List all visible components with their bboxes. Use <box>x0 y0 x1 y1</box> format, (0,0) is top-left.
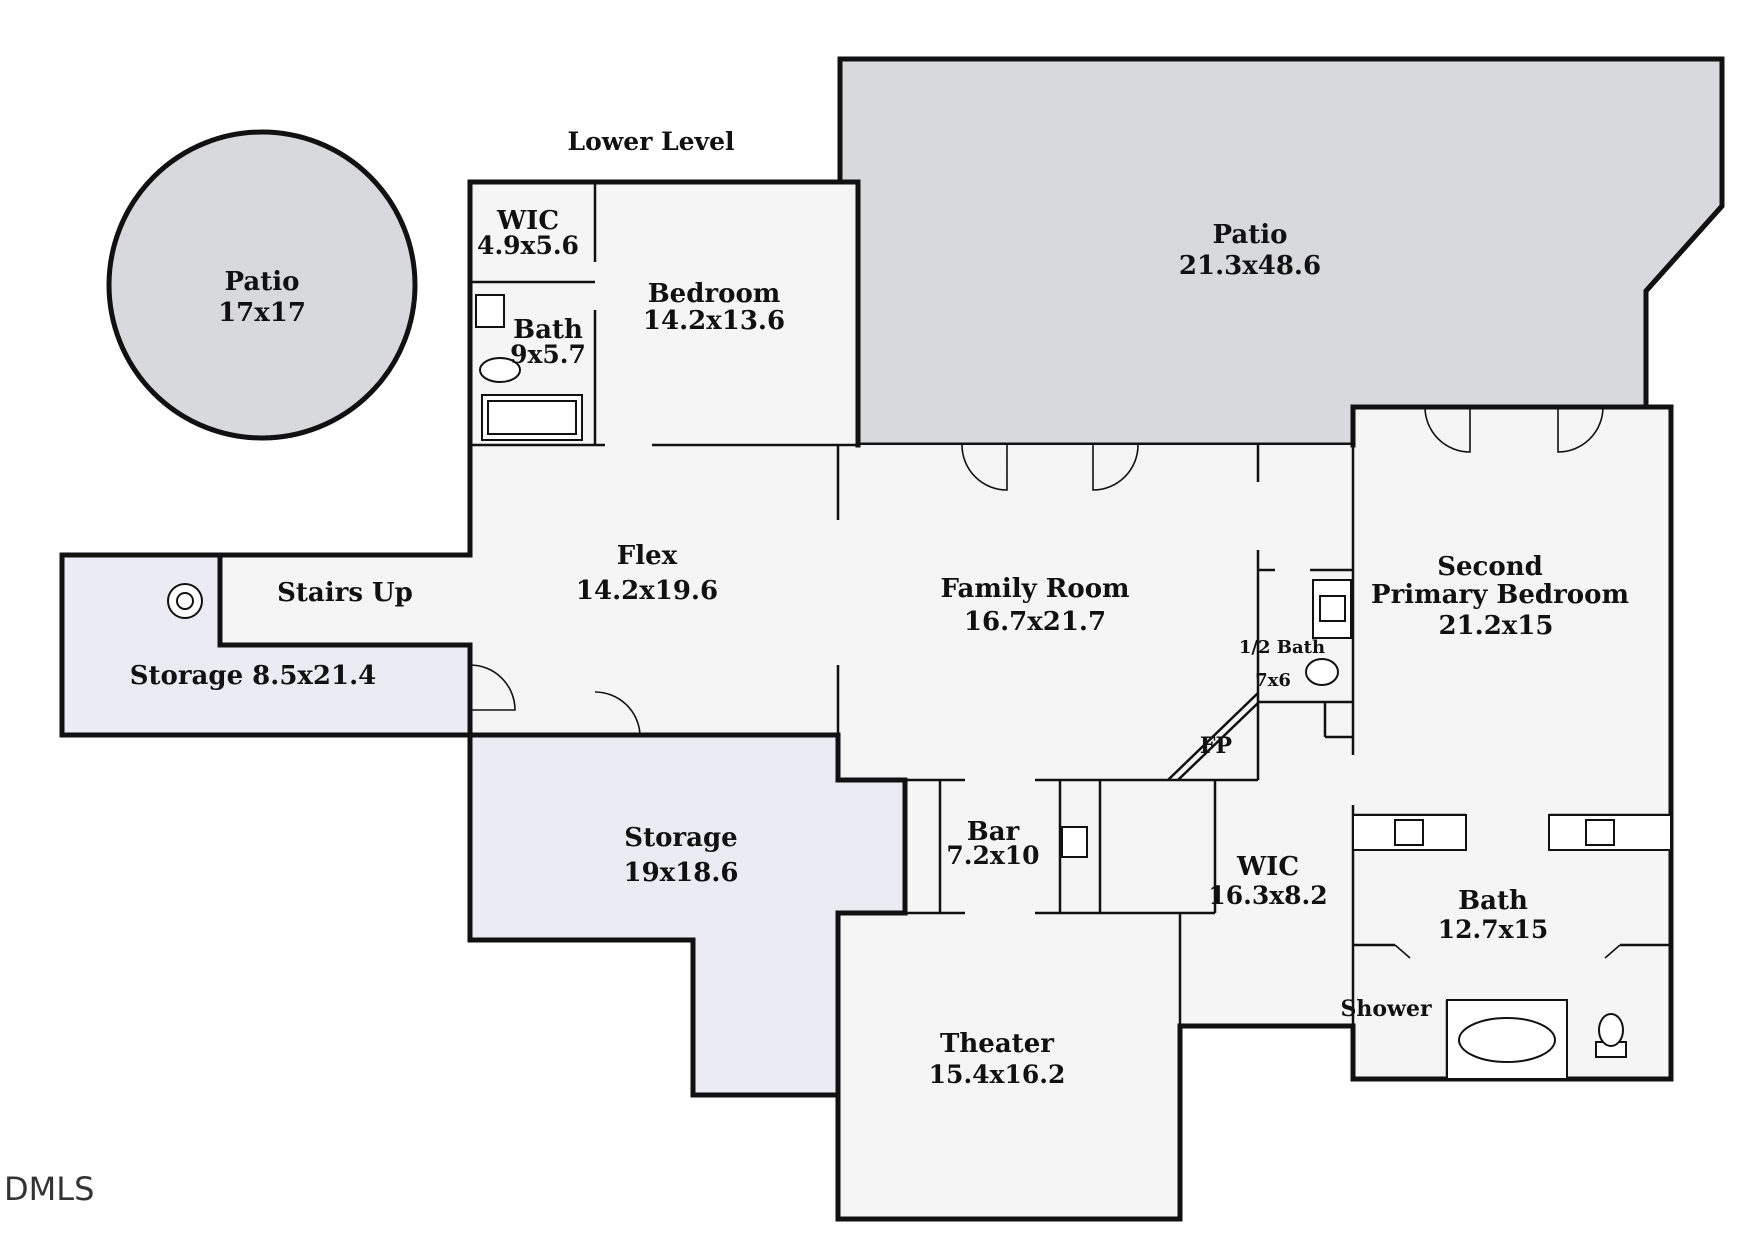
storage-large-size: 19x18.6 <box>623 858 738 888</box>
fireplace-diagonal-2 <box>1177 702 1259 781</box>
east-wall <box>835 404 1674 1222</box>
family-room-size: 16.7x21.7 <box>964 607 1106 637</box>
mls-watermark: DMLS <box>4 1170 94 1208</box>
patio-large-size: 21.3x48.6 <box>1179 251 1321 281</box>
upper-left-wall <box>467 179 861 558</box>
patio-round-size: 17x17 <box>218 298 306 328</box>
toilet-primary-bath-bowl <box>1598 1013 1624 1047</box>
sink-bar <box>1061 826 1088 858</box>
tub-primary-bath-basin <box>1458 1017 1556 1063</box>
bath-primary-size: 12.7x15 <box>1438 915 1549 944</box>
second-primary-line1: Second <box>1437 552 1543 582</box>
flex-name: Flex <box>617 541 678 571</box>
bedroom-size: 14.2x13.6 <box>643 306 785 336</box>
storage-small-wall <box>59 552 908 1098</box>
tub-small-bath-inner <box>487 400 577 435</box>
door-primary-patio-1 <box>1424 406 1471 453</box>
second-primary-size: 21.2x15 <box>1438 611 1553 641</box>
door-family-patio-2 <box>1092 444 1139 491</box>
door-bath-west <box>1394 944 1411 959</box>
stairs-label: Stairs Up <box>277 578 413 608</box>
storage-outer-wall <box>467 732 841 1098</box>
door-bath-east <box>1604 944 1621 959</box>
toilet-half-bath <box>1305 658 1339 686</box>
wic-large-name: WIC <box>1236 852 1299 882</box>
second-primary-line2: Primary Bedroom <box>1371 580 1629 610</box>
wic-large-size: 16.3x8.2 <box>1208 881 1327 910</box>
patio-top-wall <box>837 56 1725 410</box>
bath-small-size: 9x5.7 <box>510 340 586 369</box>
storage-large-name: Storage <box>624 823 737 853</box>
west-wall <box>217 552 473 648</box>
fireplace-label: FP <box>1200 733 1232 759</box>
flex-size: 14.2x19.6 <box>576 576 718 606</box>
bar-name: Bar <box>967 817 1020 847</box>
sink-half-bath-bowl <box>1319 595 1346 622</box>
theater-name: Theater <box>940 1029 1054 1059</box>
door-storage-small <box>469 664 516 711</box>
family-room-name: Family Room <box>940 574 1129 604</box>
sink-vanity-right <box>1585 819 1615 846</box>
door-primary-patio-2 <box>1557 406 1604 453</box>
theater-size: 15.4x16.2 <box>929 1060 1066 1089</box>
sink-vanity-left <box>1394 819 1424 846</box>
bath-primary-name: Bath <box>1458 886 1528 916</box>
door-storage-large <box>594 691 641 736</box>
bar-size: 7.2x10 <box>946 841 1039 870</box>
storage-large-area <box>470 735 905 1095</box>
wic-small-size: 4.9x5.6 <box>477 231 579 260</box>
patio-large-name: Patio <box>1213 220 1288 250</box>
water-heater-inner <box>176 592 194 610</box>
stairs-area <box>220 555 470 645</box>
patio-round-name: Patio <box>225 267 300 297</box>
toilet-small-bath <box>479 357 521 383</box>
shower-label: Shower <box>1340 996 1431 1022</box>
bath-small-name: Bath <box>513 315 583 345</box>
storage-small-label: Storage 8.5x21.4 <box>130 661 377 691</box>
door-family-patio-1 <box>961 444 1008 491</box>
round-patio-area <box>106 129 418 441</box>
interior-area <box>470 182 1671 1219</box>
plan-title: Lower Level <box>568 127 735 156</box>
wic-small-name: WIC <box>496 206 559 236</box>
half-bath-size: 7x6 <box>1255 670 1291 691</box>
fireplace-diagonal <box>1167 692 1259 781</box>
half-bath-name: 1/2 Bath <box>1239 637 1325 658</box>
sink-small-bath <box>475 294 505 328</box>
bedroom-name: Bedroom <box>648 279 781 309</box>
